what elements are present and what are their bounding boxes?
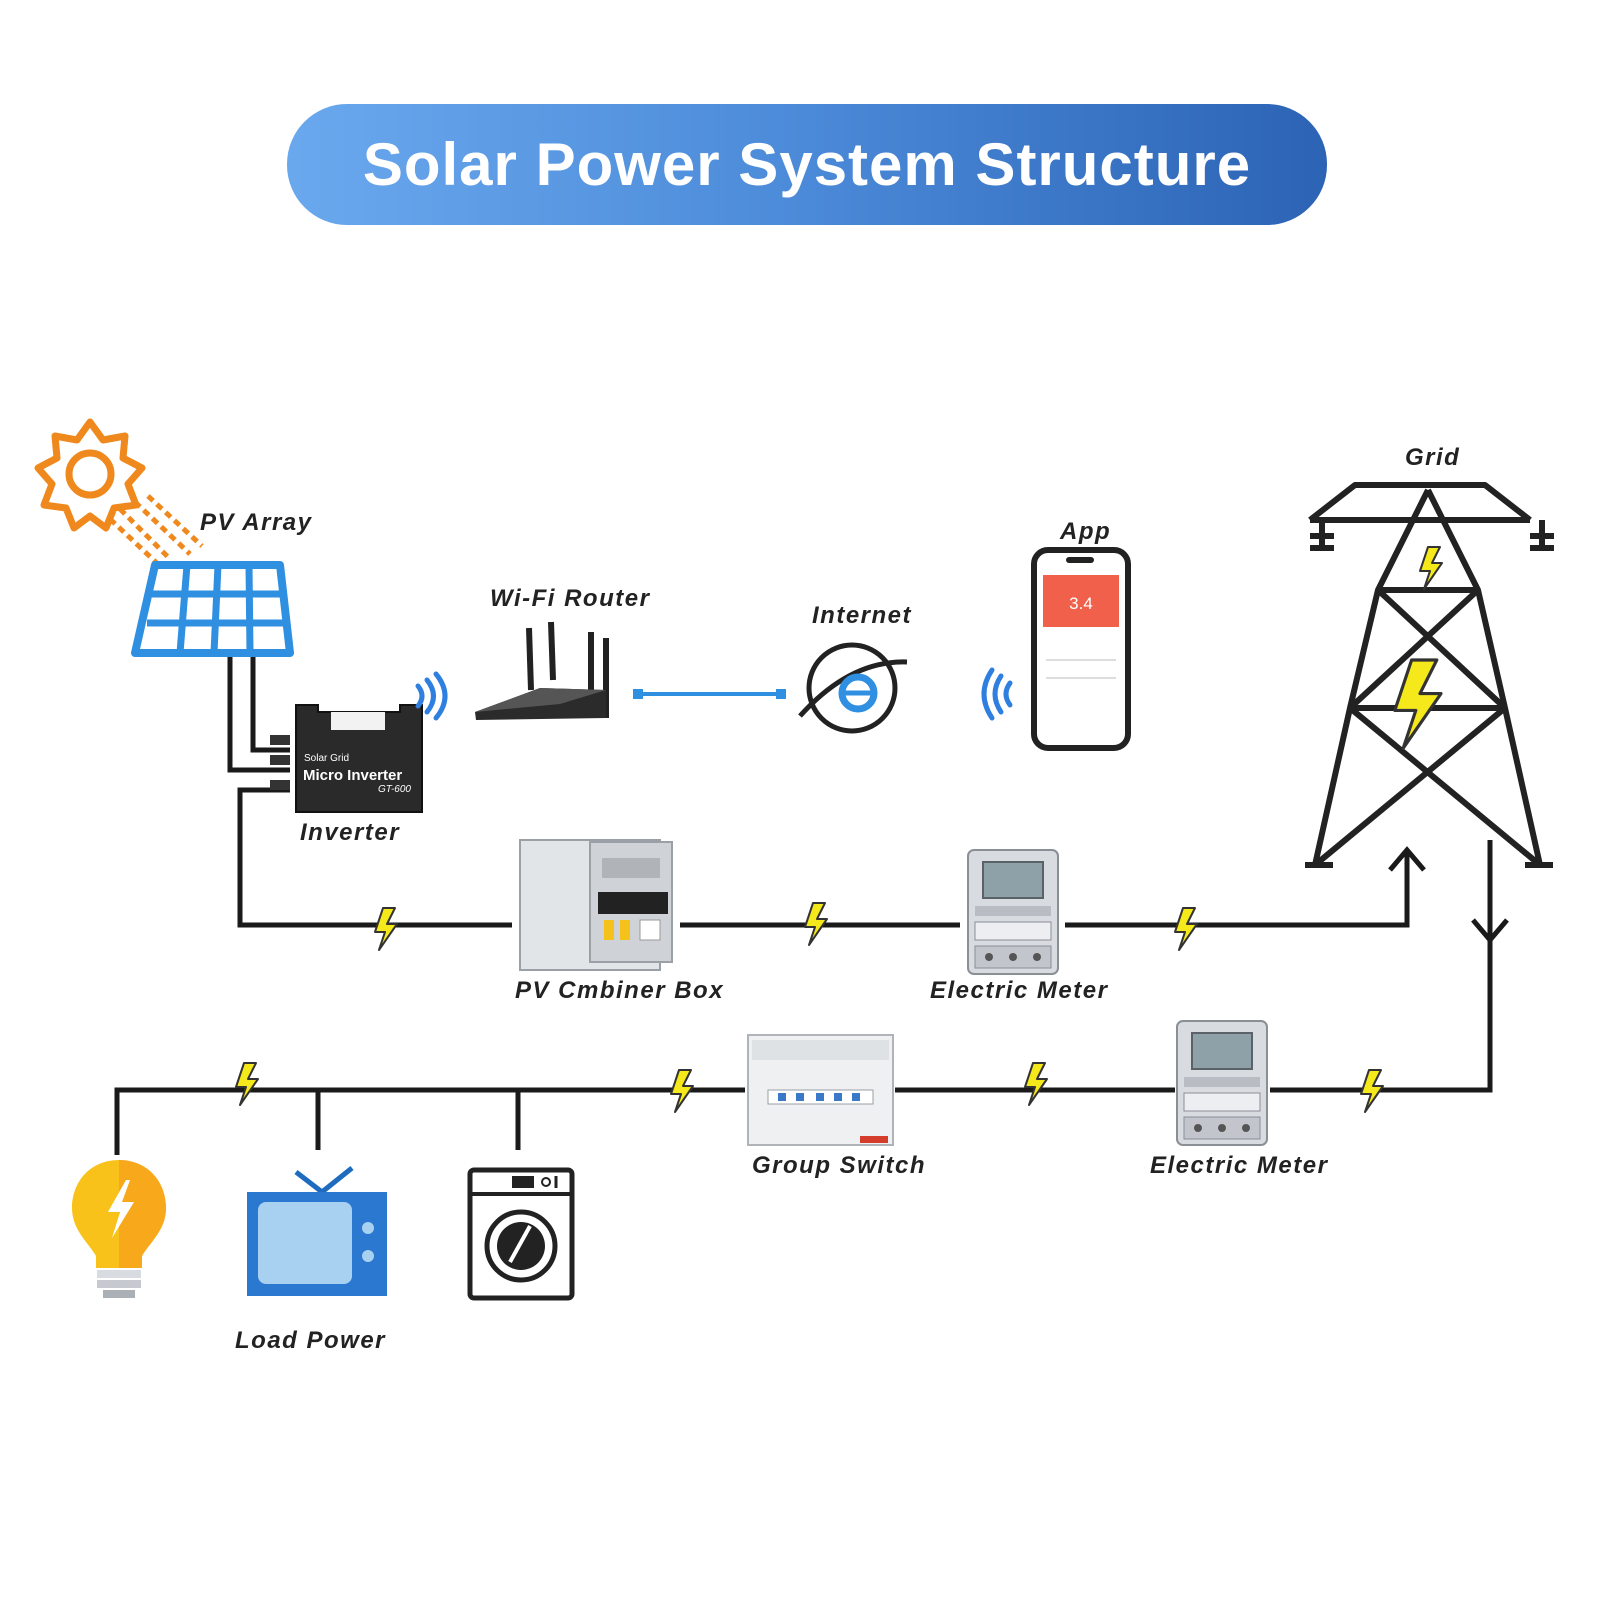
internet-label: Internet — [812, 602, 912, 629]
inverter-label: Inverter — [300, 819, 400, 846]
inverter-model-text: GT-600 — [378, 784, 411, 795]
pv-combiner-box-label: PV Cmbiner Box — [515, 977, 724, 1004]
page-title: Solar Power System Structure — [362, 131, 1252, 198]
wifi-signal-icon — [981, 667, 1013, 721]
electric-meter-top-label: Electric Meter — [930, 977, 1109, 1004]
inverter-brand-text: Solar Grid — [304, 753, 349, 764]
wifi-signal-icon — [415, 671, 448, 721]
light-bulb-icon — [72, 1160, 166, 1298]
lightning-bolt-icon — [374, 907, 398, 951]
group-switch-label: Group Switch — [752, 1152, 926, 1179]
tv-icon — [247, 1166, 387, 1296]
lightning-bolt-icon — [804, 902, 828, 946]
sun-icon — [34, 418, 204, 568]
solar-panel-icon — [131, 561, 294, 657]
title-banner: Solar Power System Structure — [287, 104, 1327, 225]
pv-array-label: PV Array — [200, 509, 313, 536]
electric-meter-icon — [1176, 1020, 1268, 1146]
grid-label: Grid — [1405, 444, 1460, 471]
router-icon — [475, 621, 609, 720]
lightning-bolt-icon — [670, 1069, 694, 1113]
wifi-router-label: Wi-Fi Router — [490, 585, 651, 612]
lightning-bolt-icon — [1024, 1062, 1048, 1106]
smartphone-icon: 3.4 — [1031, 547, 1131, 751]
lightning-bolt-icon — [1393, 658, 1443, 750]
combiner-box-icon — [519, 839, 673, 971]
lightning-bolt-icon — [235, 1062, 259, 1106]
app-value-text: 3.4 — [1069, 594, 1093, 613]
app-label: App — [1059, 518, 1111, 545]
lightning-bolt-icon — [1360, 1069, 1384, 1113]
inverter-name-text: Micro Inverter — [303, 767, 402, 784]
washing-machine-icon — [467, 1167, 575, 1301]
lightning-bolt-icon — [1174, 907, 1198, 951]
breaker-panel-icon — [747, 1034, 894, 1146]
globe-icon — [798, 642, 908, 734]
load-power-label: Load Power — [235, 1327, 386, 1354]
lightning-bolt-icon — [1419, 546, 1443, 590]
transmission-tower-icon — [1305, 482, 1554, 868]
micro-inverter-icon: Solar Grid Micro Inverter GT-600 — [270, 704, 423, 813]
electric-meter-icon — [967, 849, 1059, 975]
electric-meter-bottom-label: Electric Meter — [1150, 1152, 1329, 1179]
